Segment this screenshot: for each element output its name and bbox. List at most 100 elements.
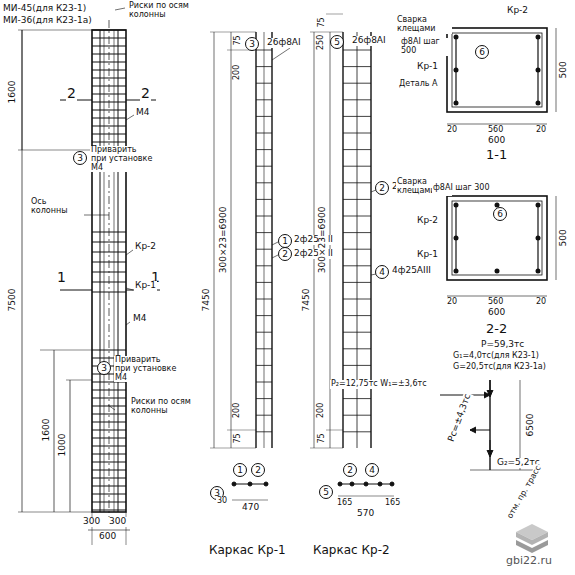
drawing-label: отм. пр. трасс	[506, 463, 544, 521]
rung	[256, 149, 272, 150]
rung	[343, 199, 371, 200]
rung	[92, 61, 126, 62]
rung	[256, 216, 272, 217]
callout-number: 2	[282, 250, 288, 259]
rung	[343, 365, 371, 366]
rung	[256, 382, 272, 383]
drawing-label: 300×23=6900	[318, 206, 328, 275]
rung	[92, 231, 126, 232]
drawing-label: М4	[135, 108, 151, 118]
drawing-label: 200	[318, 401, 327, 418]
rung	[92, 125, 126, 126]
rung	[92, 421, 126, 422]
callout-number: 3	[101, 364, 107, 373]
drawing-label: 300×23=6900	[219, 206, 229, 275]
callout-number: 5	[323, 488, 329, 497]
rung	[343, 116, 371, 117]
drawing-label: Кр-1	[134, 281, 157, 291]
drawing-label: 26ф8АI	[351, 36, 387, 46]
callout-number: 1	[282, 237, 288, 246]
rung	[256, 431, 272, 432]
callout-number: 4	[379, 268, 385, 277]
rung	[256, 66, 272, 67]
drawing-label: 75	[234, 432, 243, 444]
callout-circle: 4	[375, 265, 389, 279]
drawing-label: 470	[241, 503, 260, 513]
rung	[343, 299, 371, 300]
rung	[92, 133, 126, 134]
rung	[343, 315, 371, 316]
rung	[92, 101, 126, 102]
drawing-label: 200	[234, 63, 243, 80]
drawing-label: Кр-1	[416, 62, 439, 72]
drawing-label: 250	[318, 33, 327, 50]
rung	[92, 141, 126, 142]
rung	[256, 199, 272, 200]
drawing-label: 600	[98, 532, 117, 542]
rung	[92, 389, 126, 390]
callout-circle: 3	[73, 151, 87, 165]
rung	[343, 332, 371, 333]
callout-number: 2	[255, 466, 261, 475]
drawing-label: 75	[318, 432, 327, 444]
drawing-label: 1600	[41, 418, 51, 443]
drawing-label: 560	[487, 298, 504, 307]
drawing-label: Каркас Кр-2	[312, 544, 391, 557]
rung	[343, 249, 371, 250]
rung	[92, 429, 126, 430]
rung	[92, 445, 126, 446]
callout-number: 6	[497, 210, 503, 219]
rung	[92, 281, 126, 282]
drawing-label: 165	[384, 499, 401, 508]
drawing-label: М4	[132, 314, 148, 324]
drawing-label: 500	[559, 228, 569, 247]
rung	[92, 69, 126, 70]
rung	[92, 469, 126, 470]
drawing-label: 165	[336, 499, 353, 508]
rung	[256, 265, 272, 266]
drawing-label: 7500	[7, 288, 17, 313]
rung	[92, 45, 126, 46]
drawing-label: Сварка клещами	[396, 16, 452, 34]
drawing-label: ф8АI шаг 500	[400, 38, 450, 56]
drawing-label: Риски по осям колонны	[130, 398, 212, 416]
drawing-label: 600	[487, 308, 506, 318]
rung	[256, 99, 272, 100]
rung	[256, 182, 272, 183]
rung	[92, 85, 126, 86]
rung	[92, 261, 126, 262]
drawing-label: 75	[318, 16, 327, 28]
drawing-label: 26ф8АI	[266, 38, 302, 48]
rung	[343, 149, 371, 150]
callout-number: 2	[347, 466, 353, 475]
rung	[92, 117, 126, 118]
drawing-label: 4ф25АIII	[391, 266, 432, 276]
rung	[343, 133, 371, 134]
drawing-label: 560	[487, 126, 504, 135]
rung	[343, 415, 371, 416]
rung	[92, 37, 126, 38]
rung	[92, 291, 126, 292]
rung	[92, 501, 126, 502]
rung	[256, 365, 272, 366]
rung	[343, 265, 371, 266]
rung	[343, 398, 371, 399]
callout-circle: 1	[278, 234, 292, 248]
callout-circle: 1	[233, 463, 247, 477]
watermark: gbi22.ru	[505, 555, 553, 567]
drawing-label: 1-1	[485, 148, 508, 162]
rung	[256, 315, 272, 316]
drawing-label: 1000	[57, 433, 67, 458]
callout-circle: 4	[365, 463, 379, 477]
rung	[92, 29, 126, 30]
rung	[92, 271, 126, 272]
drawing-label: 6500	[525, 413, 535, 438]
callout-circle: 2	[278, 247, 292, 261]
rung	[343, 66, 371, 67]
rung	[92, 413, 126, 414]
rung	[92, 251, 126, 252]
rung	[256, 398, 272, 399]
callout-number: 3	[249, 40, 255, 49]
drawing-label: Кр-2	[416, 216, 439, 226]
rung	[92, 93, 126, 94]
